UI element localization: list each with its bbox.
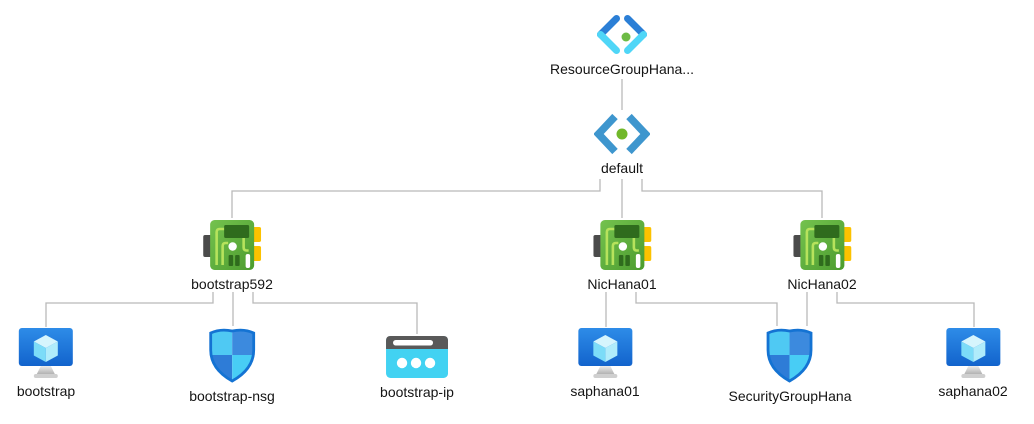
network-interface-icon [792, 220, 851, 270]
node-label: saphana02 [938, 383, 1008, 399]
node-nsg-bootstrap[interactable]: bootstrap-nsg [189, 326, 275, 404]
node-vm-saphana02[interactable]: saphana02 [938, 327, 1008, 399]
node-nic-hana02[interactable]: NicHana02 [787, 218, 857, 292]
node-label: bootstrap592 [191, 276, 273, 292]
node-label: default [600, 160, 644, 176]
edge-bootstrap592-ip [252, 292, 418, 334]
node-label: bootstrap [16, 383, 76, 399]
edge-bootstrap592-bootstrap [45, 292, 214, 327]
node-label: bootstrap-ip [380, 384, 454, 400]
subnet-icon [594, 113, 650, 155]
node-nic-bootstrap592[interactable]: bootstrap592 [191, 218, 273, 292]
network-security-group-icon [767, 328, 813, 383]
edge-default-bootstrap592 [231, 179, 601, 218]
node-label: ResourceGroupHana... [550, 61, 694, 77]
virtual-machine-icon [577, 328, 632, 378]
virtual-machine-icon [19, 328, 73, 378]
network-security-group-icon [209, 328, 255, 383]
node-label: NicHana01 [587, 276, 657, 292]
node-resource-group[interactable]: ResourceGroupHana... [550, 13, 694, 77]
network-interface-icon [592, 220, 651, 270]
network-interface-icon [202, 220, 261, 270]
node-ip-bootstrap[interactable]: bootstrap-ip [380, 334, 454, 400]
resource-group-icon [597, 15, 647, 54]
node-label: SecurityGroupHana [728, 388, 852, 404]
virtual-machine-icon [945, 328, 1000, 378]
public-ip-icon [386, 336, 448, 378]
node-label: bootstrap-nsg [189, 388, 275, 404]
node-vm-bootstrap[interactable]: bootstrap [17, 327, 75, 399]
node-subnet-default[interactable]: default [594, 112, 650, 176]
node-nsg-securitygrouphana[interactable]: SecurityGroupHana [728, 326, 852, 404]
edge-nichana02-saphana02 [836, 292, 975, 327]
node-label: NicHana02 [787, 276, 857, 292]
node-nic-hana01[interactable]: NicHana01 [587, 218, 657, 292]
edge-default-nichana02 [641, 179, 823, 218]
node-label: saphana01 [570, 383, 640, 399]
node-vm-saphana01[interactable]: saphana01 [570, 327, 640, 399]
edge-nichana01-securitygroup [635, 292, 778, 326]
